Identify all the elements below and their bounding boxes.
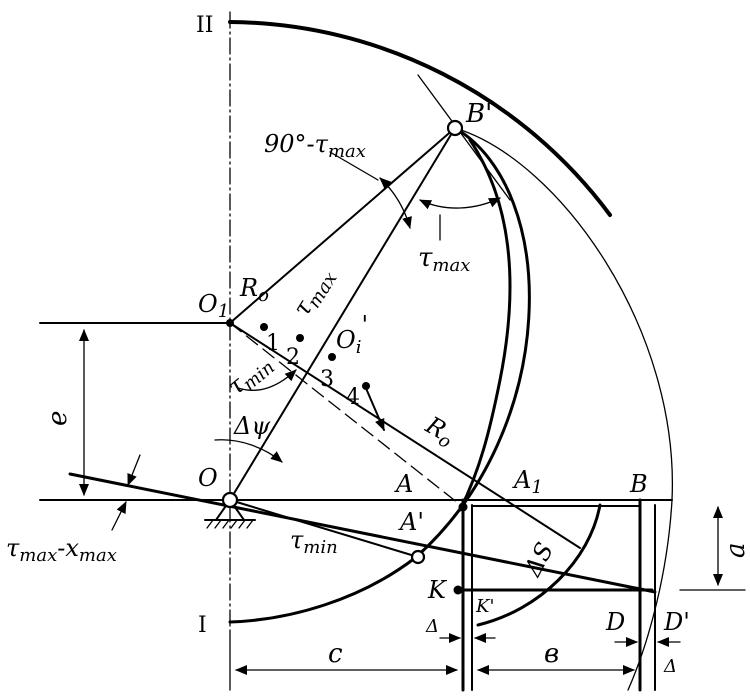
arc-tau-max xyxy=(419,197,501,210)
point-b-prime xyxy=(446,119,464,137)
point-k xyxy=(453,585,463,595)
label-a1: A1 xyxy=(512,466,543,498)
lower-thick-arc xyxy=(476,503,602,627)
label-dim-e: e xyxy=(43,411,73,426)
line-o-b-prime xyxy=(229,127,456,501)
label-dim-a: a xyxy=(721,542,750,558)
arc-delta-psi xyxy=(214,439,283,463)
label-o1-prime: Oi' xyxy=(336,311,368,358)
arc-tau-min xyxy=(237,369,297,391)
label-o: O xyxy=(198,464,218,492)
point-a xyxy=(458,502,468,512)
line-o1-r0 xyxy=(229,322,581,549)
label-tau-max-arc: τmax xyxy=(418,243,470,276)
tangent-b-prime xyxy=(417,74,511,201)
label-a: A xyxy=(394,470,413,498)
leader-90-tau xyxy=(329,151,379,181)
line-o-a-prime xyxy=(229,499,419,558)
label-delta-s: ΔS xyxy=(518,538,559,582)
outer-arc-upper xyxy=(228,20,612,217)
label-r0-left: Ro xyxy=(239,274,269,306)
label-pt3: 3 xyxy=(320,367,334,392)
point-o1 xyxy=(226,319,234,327)
label-delta-left: Δ xyxy=(425,616,439,637)
label-pt2: 2 xyxy=(286,345,300,370)
label-roman-top: II xyxy=(196,13,213,38)
outer-arc-lower xyxy=(228,126,531,624)
point-a-prime xyxy=(410,549,426,565)
dashed-o1-a xyxy=(229,322,464,508)
line-o1-b-prime xyxy=(229,127,456,324)
label-o1: O1 xyxy=(198,290,229,322)
label-tau-x: τmax-xmax xyxy=(6,534,117,566)
label-delta-psi: Δψ xyxy=(233,412,271,440)
label-angle-complement: 90°-τmax xyxy=(264,130,366,162)
point-2 xyxy=(296,334,304,342)
label-dim-c: c xyxy=(328,639,343,669)
point-1 xyxy=(260,323,268,331)
short-arrow-line xyxy=(364,385,385,431)
label-tau-min-line: τmin xyxy=(290,526,338,558)
label-a-prime: A' xyxy=(398,508,424,536)
ground-hatching xyxy=(206,519,254,529)
point-4 xyxy=(362,382,370,390)
tau-x-marker-bottom xyxy=(111,501,127,531)
label-d-prime: D' xyxy=(663,608,690,636)
label-k-prime: K' xyxy=(475,596,494,617)
thin-right-arc xyxy=(454,127,673,691)
label-k: K xyxy=(427,576,448,604)
arc-90-tau xyxy=(379,177,412,229)
label-b-prime: B' xyxy=(465,99,492,129)
label-roman-bottom: I xyxy=(198,613,207,638)
label-tau-max-line: τmax xyxy=(287,263,341,323)
label-pt1: 1 xyxy=(266,331,280,356)
label-r0-right: Ro xyxy=(418,410,460,453)
label-dim-b: в xyxy=(544,639,559,669)
label-d: D xyxy=(605,608,625,636)
label-delta-right: Δ xyxy=(663,656,677,677)
line-to-d-prime xyxy=(68,472,657,594)
pivot-o xyxy=(221,491,239,509)
label-pt4: 4 xyxy=(346,385,360,410)
tau-x-marker-top xyxy=(127,454,141,486)
b-prime-arc xyxy=(458,138,512,512)
point-o1-prime xyxy=(328,353,336,361)
label-b: B xyxy=(629,470,648,498)
